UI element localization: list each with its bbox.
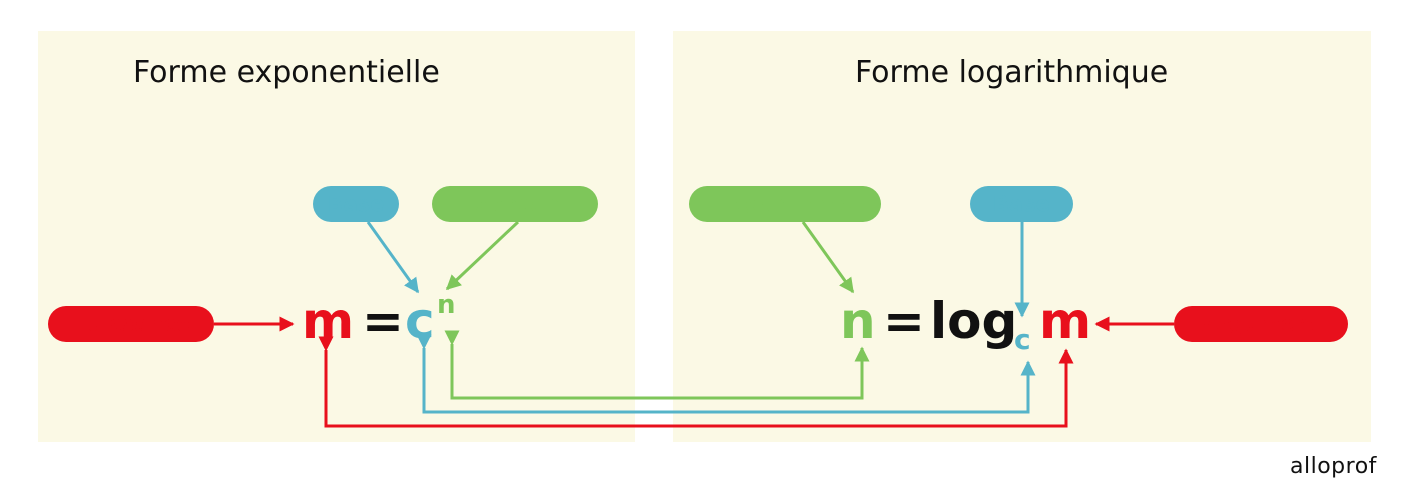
arrow-base-to-c-left — [366, 221, 420, 294]
logarithmic-argument-m: m — [1039, 292, 1092, 350]
exponential-base-c: c — [405, 292, 435, 350]
arrow-exposant-to-n — [445, 220, 520, 291]
puissance-label: Puissance — [48, 306, 214, 342]
connector-red-m — [318, 336, 1074, 428]
connector-blue-c — [416, 334, 1036, 414]
logarithmic-equals: = — [883, 292, 925, 350]
alloprof-logo: alloprof — [1290, 454, 1377, 479]
logarithmic-base-c: c — [1014, 323, 1031, 356]
exposant-label: Exposant — [432, 186, 598, 222]
logarithme-label: Logarithme — [689, 186, 881, 222]
base-label-left: Base — [313, 186, 399, 222]
base-label-right: Base — [970, 186, 1073, 222]
logarithmic-result-n: n — [840, 292, 876, 350]
arrow-logarithme-to-n — [801, 221, 855, 294]
exponential-equals: = — [362, 292, 404, 350]
logarithmic-form-heading: Forme logarithmique — [855, 55, 1169, 90]
exponential-exponent-n: n — [437, 290, 456, 320]
exponential-form-heading: Forme exponentielle — [133, 55, 440, 90]
argument-label: Argument — [1174, 306, 1348, 342]
connector-green-n — [444, 330, 870, 400]
log-operator: log — [930, 292, 1018, 350]
exponential-power-m: m — [302, 292, 355, 350]
